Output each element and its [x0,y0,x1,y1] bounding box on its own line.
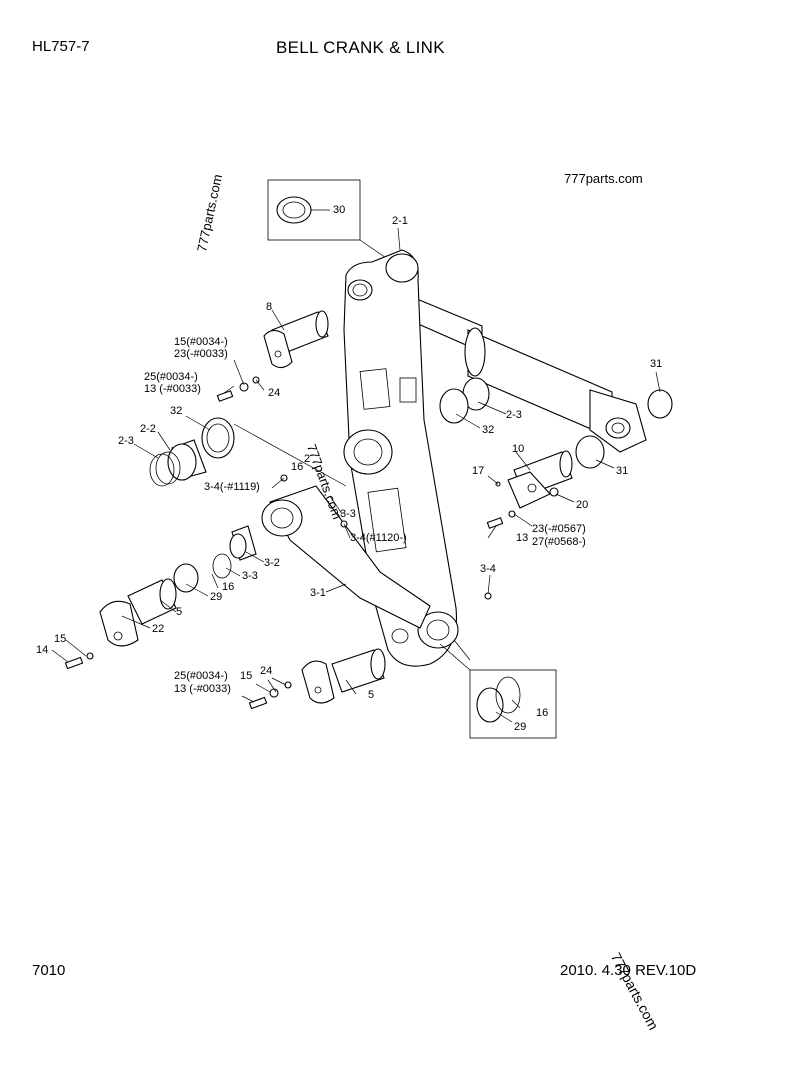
label-3-3b: 3-3 [242,570,258,582]
label-24b: 24 [260,665,272,677]
label-24a: 24 [268,387,280,399]
model-code: HL757-7 [32,38,90,55]
label-17: 17 [472,465,484,477]
label-2-3b: 2-3 [506,409,522,421]
detail-box-top [267,179,393,263]
label-15c: 15 [240,670,252,682]
label-30: 30 [333,204,345,216]
label-25a: 25(#0034-) [144,371,198,383]
left-bushings [149,417,257,593]
label-3-2: 3-2 [264,557,280,569]
pin-5-lower [301,648,386,704]
label-27: 27(#0568-) [532,536,586,548]
label-5b: 5 [368,689,374,701]
label-15b: 15 [54,633,66,645]
label-2-1: 2-1 [392,215,408,227]
label-3-4c: 3-4 [480,563,496,575]
label-15a: 15(#0034-) [174,336,228,348]
label-2-3a: 2-3 [118,435,134,447]
part-labels: 30 2-1 8 15(#0034-) 23(-#0033) 25(#0034-… [36,204,662,733]
label-22: 22 [152,623,164,635]
label-3-4b: 3-4(#1120-) [350,532,407,544]
page-number: 7010 [32,962,66,979]
label-5a: 5 [176,606,182,618]
label-10: 10 [512,443,524,455]
label-2-2: 2-2 [140,423,156,435]
label-3-1: 3-1 [310,587,326,599]
page-title: BELL CRANK & LINK [276,38,445,57]
label-25b: 25(#0034-) [174,670,228,682]
right-washers [439,377,673,509]
label-3-4a: 3-4(-#1119) [204,481,260,493]
label-16c: 16 [536,707,548,719]
detail-box-bottom [439,639,557,739]
label-14: 14 [36,644,48,656]
label-31b: 31 [616,465,628,477]
label-13c: 13 (-#0033) [174,683,231,695]
label-31a: 31 [650,358,662,370]
label-16a: 16 [291,461,303,473]
label-13a: 13 (-#0033) [144,383,201,395]
label-32b: 32 [482,424,494,436]
label-20: 20 [576,499,588,511]
label-29b: 29 [514,721,526,733]
label-8: 8 [266,301,272,313]
label-13b: 13 [516,532,528,544]
watermark-top-right: 777parts.com [564,171,643,186]
small-hardware [64,376,516,710]
hydraulic-cylinder [399,291,647,453]
revision-date: 2010. 4.30 REV.10D [560,962,697,979]
link-3-1 [261,485,431,629]
label-3-3a: 3-3 [340,508,356,520]
label-29a: 29 [210,591,222,603]
label-23b: 23(-#0567) [532,523,586,535]
pin-5-left [99,578,177,647]
label-32a: 32 [170,405,182,417]
leader-lines [51,227,661,723]
label-2: 2 [304,453,310,465]
pin-8-upper [263,310,329,369]
label-16b: 16 [222,581,234,593]
label-23a: 23(-#0033) [174,348,228,360]
